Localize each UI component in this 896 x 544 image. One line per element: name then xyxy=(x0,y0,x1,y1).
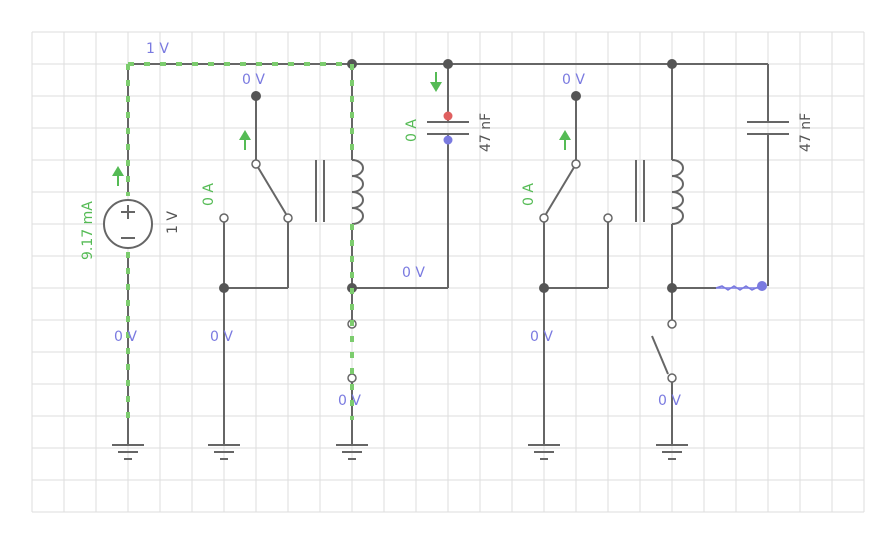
pushbutton-switch[interactable] xyxy=(651,319,677,383)
junction-dot xyxy=(571,91,581,101)
junction-dot xyxy=(539,283,549,293)
cap1-capacitance-label: 47 nF xyxy=(478,113,494,152)
relay1-bottom-voltage-label: 0 V xyxy=(210,329,233,345)
probe-endpoint-icon[interactable] xyxy=(757,281,767,291)
negative-terminal-icon xyxy=(443,135,453,145)
relay2-switch-current-label: 0 A xyxy=(521,183,537,206)
junctions xyxy=(219,59,677,293)
source-bottom-voltage-label: 0 V xyxy=(114,329,137,345)
relay1-contact-voltage: 0 V xyxy=(242,72,265,88)
ground-icon xyxy=(208,444,240,460)
coil2-bottom-voltage-label: 0 V xyxy=(658,393,681,409)
current-arrows xyxy=(112,72,571,186)
relay2-arrow-icon xyxy=(559,130,571,150)
cap1-current-label: 0 A xyxy=(404,119,420,142)
capacitor2[interactable] xyxy=(747,121,789,135)
source-rating-label: 1 V xyxy=(165,211,181,234)
junction-dot xyxy=(251,91,261,101)
relay1-switch[interactable] xyxy=(219,159,293,223)
relay1-coil-icon[interactable] xyxy=(315,159,364,225)
source-current-label: 9.17 mA xyxy=(80,201,96,260)
voltage-source[interactable] xyxy=(103,199,153,249)
junction-dot xyxy=(443,59,453,69)
junction-dot xyxy=(219,283,229,293)
ground-icon xyxy=(528,444,560,460)
ground-icon xyxy=(112,444,144,460)
probe-wire[interactable] xyxy=(715,281,767,291)
source-top-voltage-label: 1 V xyxy=(146,41,169,57)
relay2-bottom-voltage-label: 0 V xyxy=(530,329,553,345)
grounds xyxy=(112,444,688,460)
positive-terminal-icon xyxy=(443,111,453,121)
relay1-arrow-icon xyxy=(239,130,251,150)
ground-icon xyxy=(336,444,368,460)
relay2-coil-icon[interactable] xyxy=(635,159,684,225)
current-flow xyxy=(126,62,354,420)
capacitor1[interactable] xyxy=(427,111,469,145)
cap2-capacitance-label: 47 nF xyxy=(798,113,814,152)
coil1-bottom-voltage-label: 0 V xyxy=(338,393,361,409)
junction-dot xyxy=(667,283,677,293)
relay1-switch-current-label: 0 A xyxy=(201,183,217,206)
relay2-switch[interactable] xyxy=(539,159,613,223)
ground-icon xyxy=(656,444,688,460)
cap1-current-arrow-icon xyxy=(430,72,442,92)
source-current-arrow-icon xyxy=(112,166,124,186)
junction-dot xyxy=(667,59,677,69)
relay2-contact-voltage: 0 V xyxy=(562,72,585,88)
labels: 1 V 1 V 9.17 mA 0 V 0 V 0 A 0 V 0 V 0 V … xyxy=(80,41,814,409)
coil1-node-voltage-label: 0 V xyxy=(402,265,425,281)
